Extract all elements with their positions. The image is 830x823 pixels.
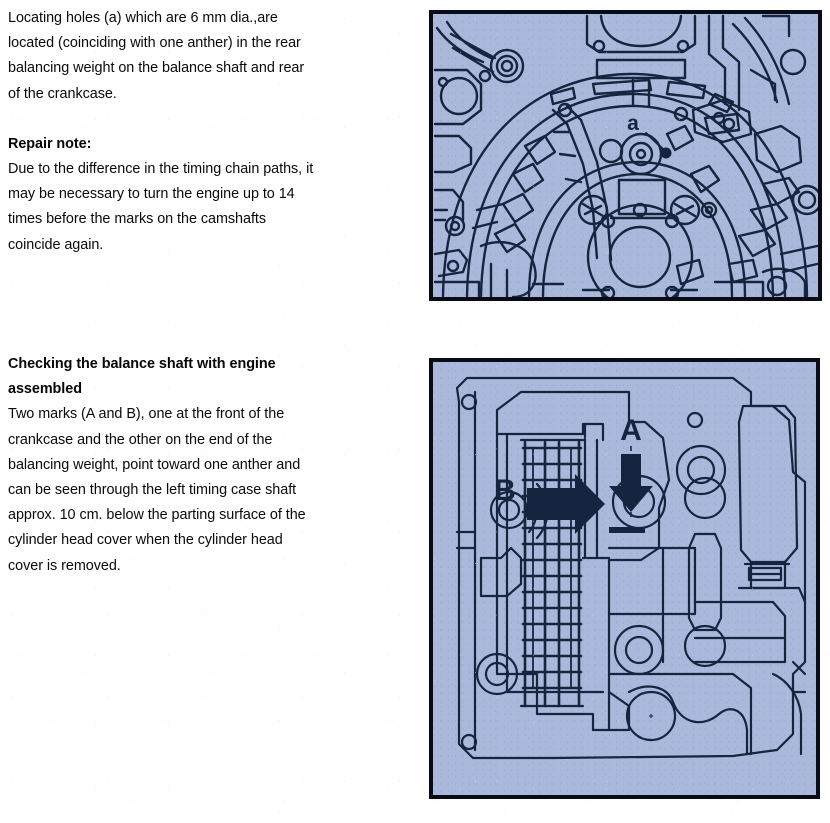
checking-balance-shaft-text-block: Checking the balance shaft with engine a… [8, 352, 413, 579]
figure-timing-chain-case-side-view: A B [429, 358, 820, 799]
note-line: times before the marks on the camshafts [8, 211, 266, 228]
callout-label-a-uppercase: A [620, 414, 642, 447]
paragraph-line: Locating holes (a) which are 6 mm dia.,a… [8, 10, 278, 26]
body-line: approx. 10 cm. below the parting surface… [8, 507, 306, 524]
body-line: can be seen through the left timing case… [8, 482, 297, 499]
figure-engine-timing-case-front-view: a [429, 10, 822, 301]
paragraph-line: balancing weight on the balance shaft an… [8, 60, 305, 77]
timing-case-front-line-drawing: a [433, 14, 818, 297]
callout-label-a: a [627, 112, 639, 135]
body-line: Two marks (A and B), one at the front of… [8, 406, 285, 423]
locating-holes-text-block: Locating holes (a) which are 6 mm dia.,a… [8, 6, 413, 258]
note-line: Due to the difference in the timing chai… [8, 161, 314, 178]
body-line: crankcase and the other on the end of th… [8, 431, 273, 448]
repair-note-heading: Repair note: [8, 135, 92, 152]
section-heading-line: Checking the balance shaft with engine [8, 356, 276, 372]
paragraph-line: located (coinciding with one anther) in … [8, 35, 301, 52]
callout-label-b-uppercase: B [494, 474, 516, 507]
body-line: cylinder head cover when the cylinder he… [8, 532, 283, 549]
arrow-right-icon [527, 474, 605, 534]
paragraph-spacer [8, 107, 413, 132]
paragraph-line: of the crankcase. [8, 85, 117, 102]
body-line: balancing weight, point toward one anthe… [8, 456, 301, 473]
section-heading-line: assembled [8, 381, 82, 398]
note-line: coincide again. [8, 236, 104, 253]
body-line: cover is removed. [8, 557, 121, 574]
timing-chain-case-line-drawing: A B [455, 376, 807, 760]
note-line: may be necessary to turn the engine up t… [8, 186, 295, 203]
